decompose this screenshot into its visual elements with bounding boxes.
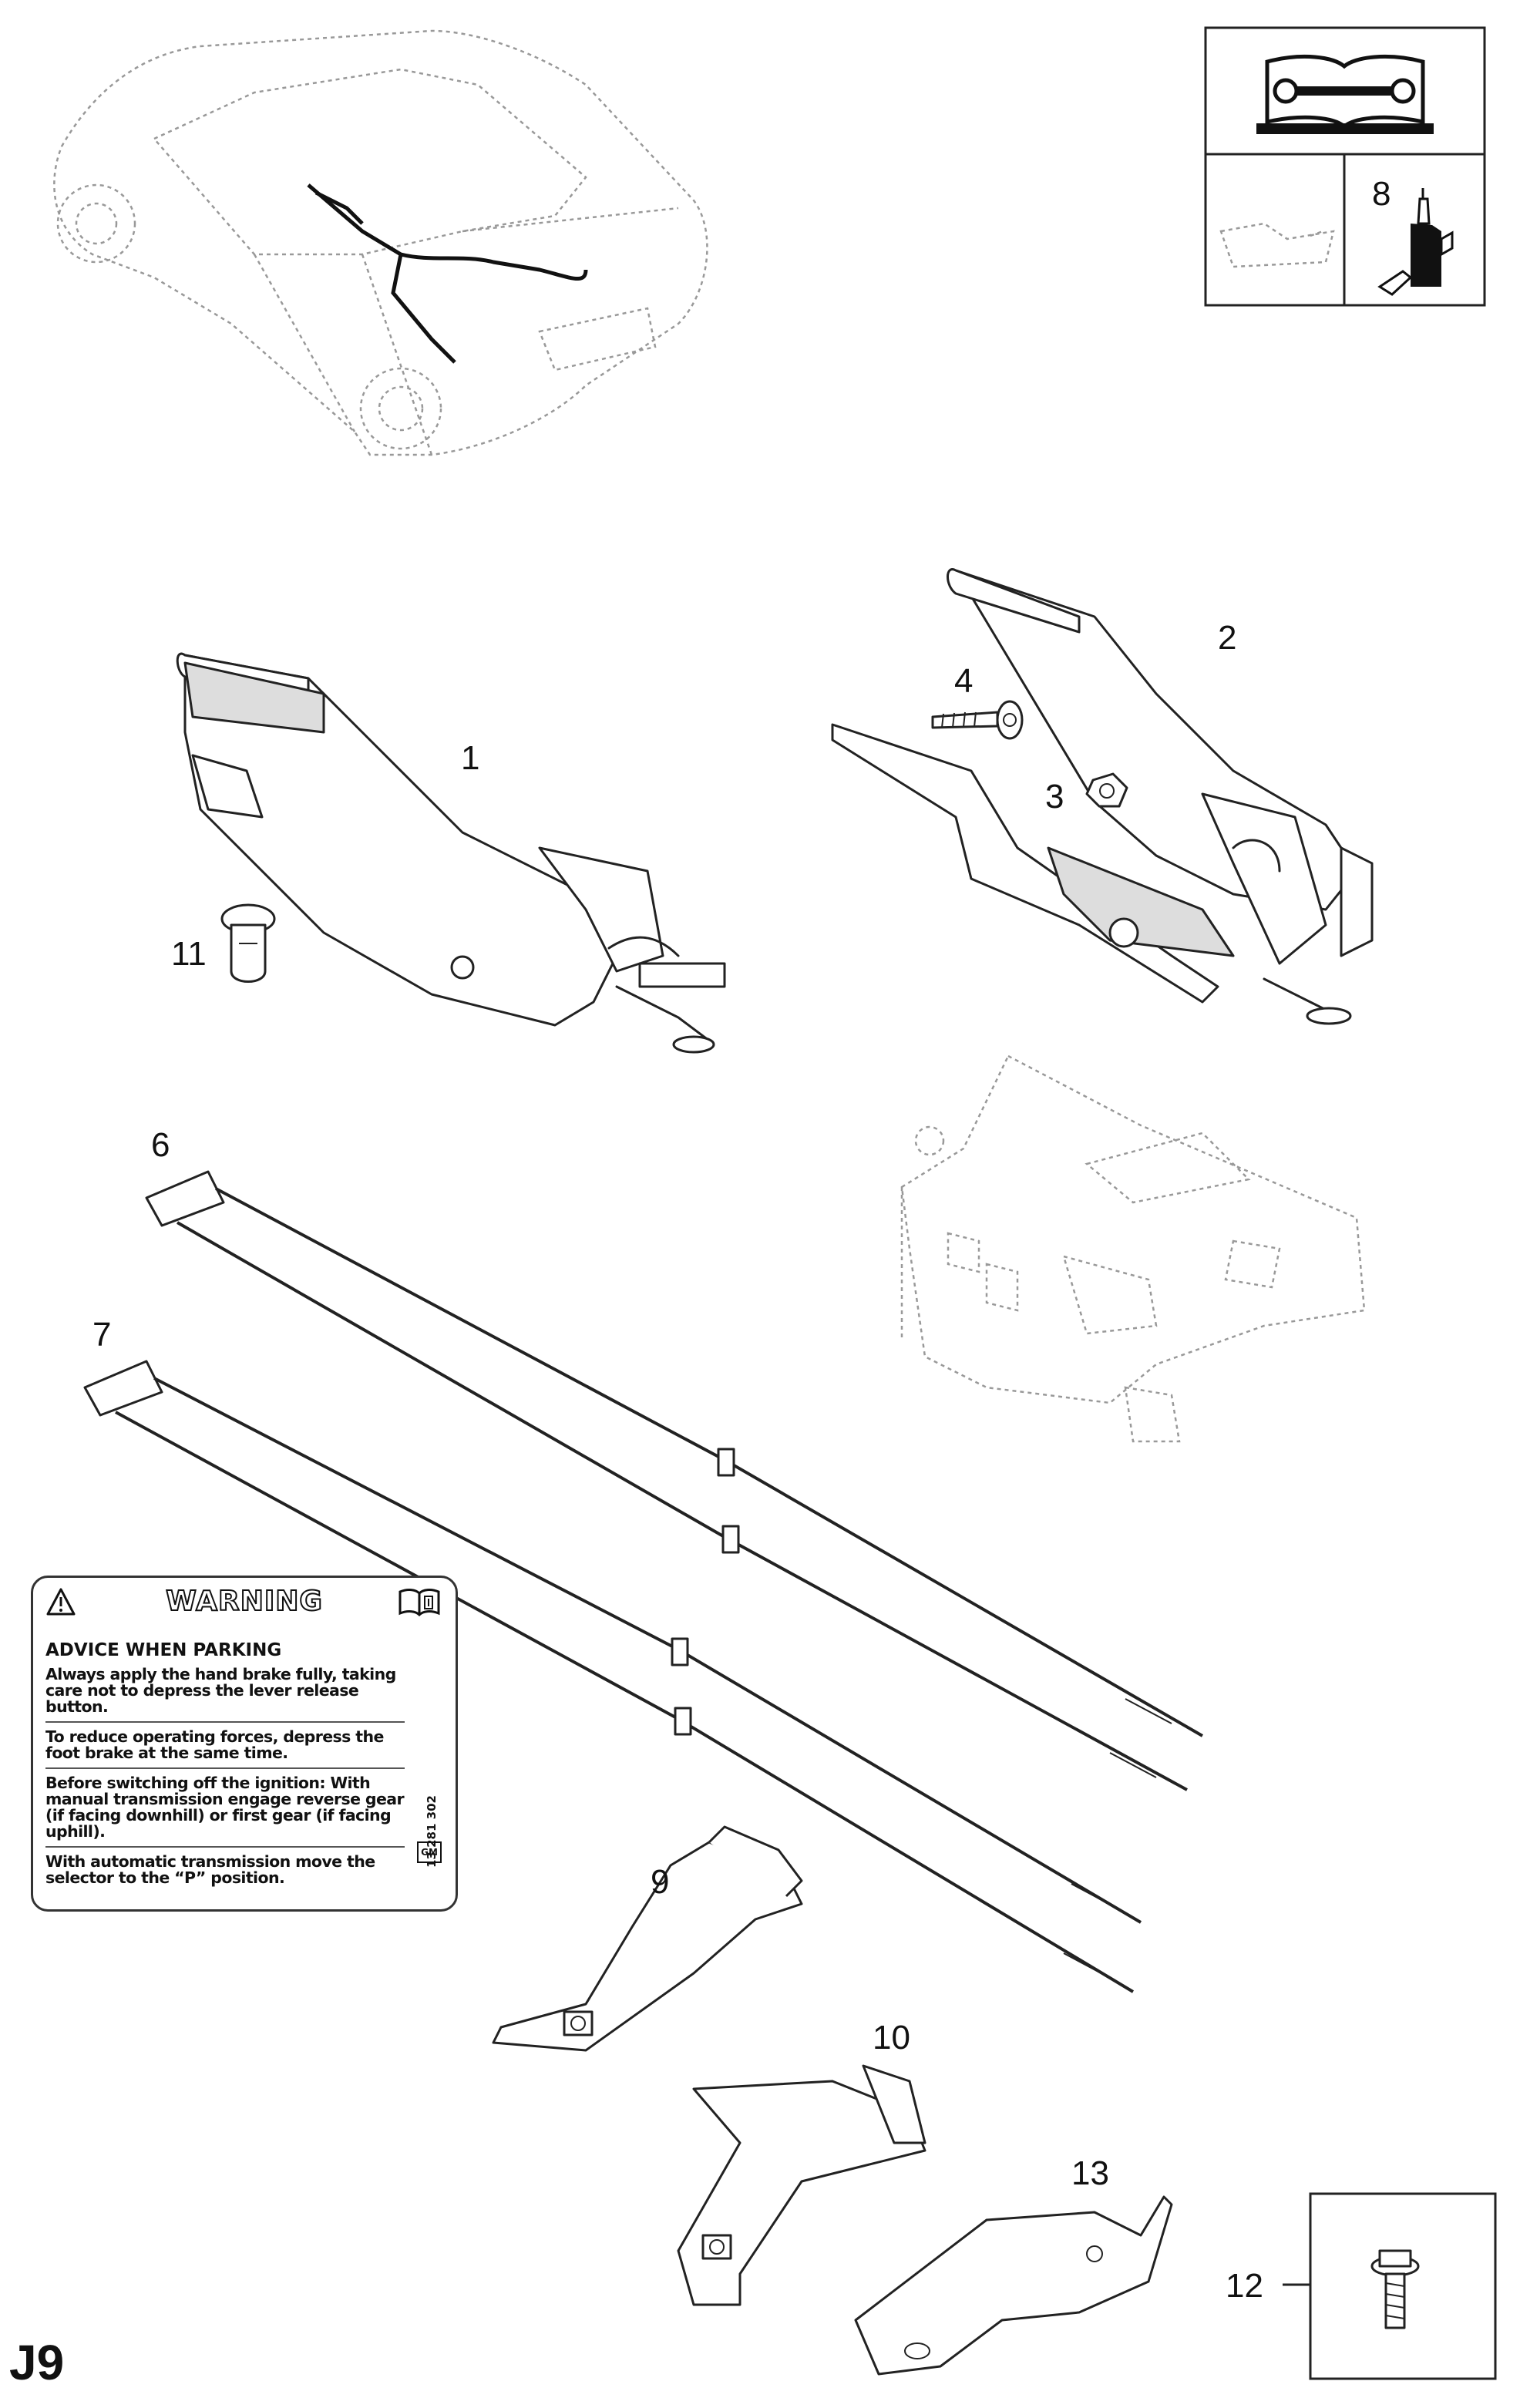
bolt-12-panel xyxy=(1283,2192,1497,2380)
warning-heading: ADVICE WHEN PARKING xyxy=(45,1640,282,1660)
bracket-9 xyxy=(492,1825,803,2052)
bracket-10 xyxy=(677,2064,926,2306)
callout-13: 13 xyxy=(1071,2154,1109,2192)
callout-6: 6 xyxy=(151,1126,170,1164)
symbol-panel xyxy=(1204,26,1486,307)
warning-paragraph-3: Before switching off the ignition: With … xyxy=(45,1775,405,1848)
warning-triangle-icon xyxy=(46,1588,76,1616)
bracket-13 xyxy=(854,2195,1173,2376)
callout-10: 10 xyxy=(873,2019,910,2057)
callout-1: 1 xyxy=(461,739,479,777)
hand-brake-lever-2 xyxy=(831,568,1374,1025)
vehicle-floor-panel xyxy=(900,1054,1366,1443)
callout-9: 9 xyxy=(651,1863,669,1901)
warning-label-body: ADVICE WHEN PARKING Always apply the han… xyxy=(45,1640,405,1898)
service-manual-icon xyxy=(1256,54,1434,134)
vehicle-overview xyxy=(53,29,708,456)
warning-paragraph-2: To reduce operating forces, depress the … xyxy=(45,1729,405,1769)
vehicle-icon xyxy=(1219,222,1335,268)
warning-title: WARNING xyxy=(165,1585,323,1618)
brake-cable-6 xyxy=(145,1170,1204,1791)
page-code: J9 xyxy=(9,2335,65,2390)
callout-2: 2 xyxy=(1218,619,1236,657)
callout-3: 3 xyxy=(1045,778,1064,816)
callout-12: 12 xyxy=(1226,2267,1263,2305)
clip-11 xyxy=(220,903,276,983)
warning-paragraph-4: With automatic transmission move the sel… xyxy=(45,1852,375,1887)
warning-paragraph-1: Always apply the hand brake fully, takin… xyxy=(45,1666,405,1723)
callout-4: 4 xyxy=(954,662,973,700)
warning-label-5: WARNING ADVICE WHEN PARKING Always apply… xyxy=(31,1576,458,1912)
callout-11: 11 xyxy=(171,935,207,973)
warning-label-header: WARNING xyxy=(33,1578,456,1627)
book-icon xyxy=(398,1589,440,1617)
callout-8: 8 xyxy=(1372,175,1391,213)
brake-cable-7 xyxy=(83,1360,1142,1993)
nut-3 xyxy=(1085,772,1128,808)
bolt-4 xyxy=(931,700,1024,740)
callout-7: 7 xyxy=(92,1316,111,1354)
hand-brake-lever-1 xyxy=(176,652,726,1054)
lubricant-bottle-icon xyxy=(1377,188,1454,296)
gm-logo: GM xyxy=(417,1841,442,1863)
